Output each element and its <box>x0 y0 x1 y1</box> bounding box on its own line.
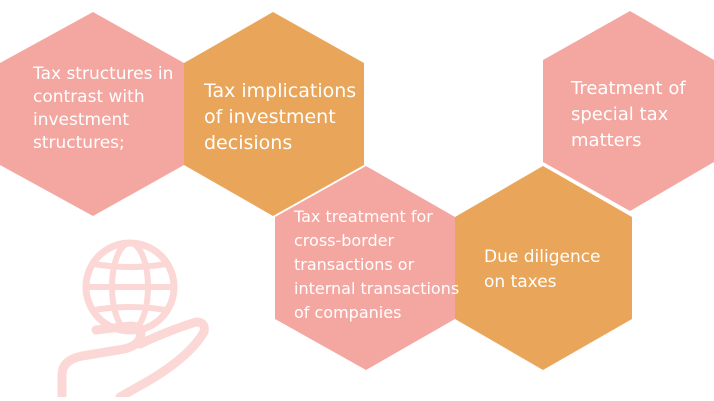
hexagon-label-special-tax-matters: Treatment of special tax matters <box>571 78 686 151</box>
hexagon-special-tax-matters <box>543 11 714 211</box>
hexagon-cross-border <box>275 166 455 370</box>
hexagon-due-diligence <box>455 166 632 370</box>
hexagon-label-cross-border: Tax treatment for cross-border transacti… <box>294 207 460 322</box>
globe-in-hand-icon <box>57 239 209 401</box>
hexagon-tax-structures <box>0 12 184 216</box>
hexagon-label-due-diligence: Due diligence on taxes <box>484 247 601 292</box>
hexagon-label-investment-decisions: Tax implications of investment decisions <box>204 80 357 154</box>
hexagon-investment-decisions <box>184 12 364 216</box>
hexagon-label-tax-structures: Tax structures in contrast with investme… <box>33 64 174 153</box>
